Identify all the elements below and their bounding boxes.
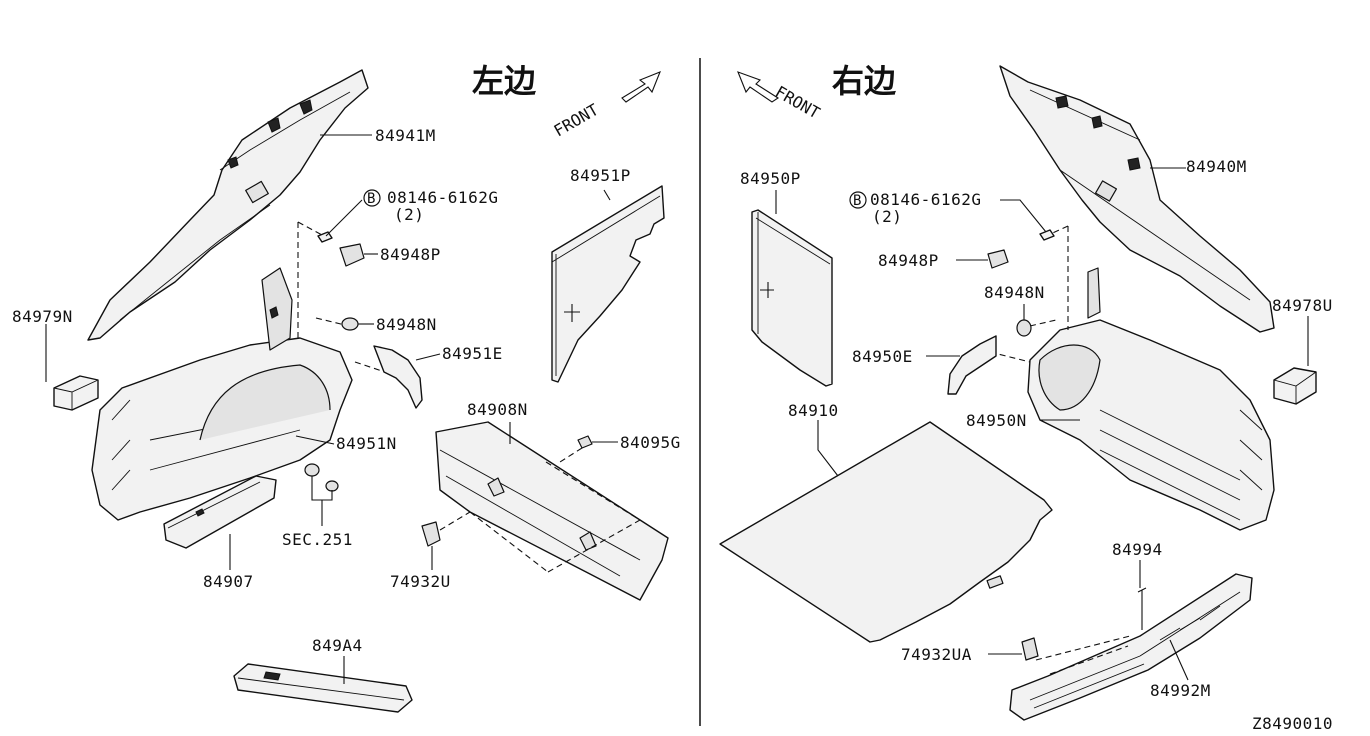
label-74932ua: 74932UA [901, 645, 972, 664]
leader-84951p [603, 189, 611, 201]
dash-left-2 [297, 221, 323, 236]
label-84951n: 84951N [336, 434, 397, 453]
dash-right-3 [1029, 319, 1057, 327]
heading-left: 左边 [472, 62, 536, 100]
side-trim-84951n [91, 267, 353, 521]
dash-left-3 [315, 317, 346, 326]
bolt-icon-right: B [849, 191, 1055, 241]
label-84979n: 84979N [12, 307, 73, 326]
label-84978u: 84978U [1272, 296, 1333, 315]
label-sec251: SEC.251 [282, 530, 353, 549]
clip-84095g [559, 435, 618, 463]
label-84910: 84910 [788, 401, 839, 420]
label-84951e: 84951E [442, 344, 503, 363]
heading-right: 右边 [832, 62, 896, 100]
clip-84948n-left [341, 317, 374, 331]
label-849a4: 849A4 [312, 636, 363, 655]
clip-74932u [421, 511, 471, 570]
label-74932u: 74932U [390, 572, 451, 591]
front-label-left: FRONT [551, 100, 603, 141]
label-qty-left: (2) [394, 205, 424, 224]
side-trim-84950n [1027, 267, 1275, 531]
mat-84910 [719, 420, 1053, 643]
bolt-symbol-left: B [367, 191, 375, 207]
label-84948p-left: 84948P [380, 245, 441, 264]
bolt-symbol-right: B [853, 193, 861, 209]
block-84978u [1273, 316, 1317, 405]
label-84941m: 84941M [375, 126, 436, 145]
label-84948p-right: 84948P [878, 251, 939, 270]
label-84994: 84994 [1112, 540, 1163, 559]
clip-84948p-left [339, 243, 378, 267]
label-84940m: 84940M [1186, 157, 1247, 176]
bumper-84992m [1009, 573, 1253, 721]
label-84948n-right: 84948N [984, 283, 1045, 302]
leader-84951n [295, 435, 335, 445]
label-84907: 84907 [203, 572, 254, 591]
dash-left-4 [354, 361, 386, 373]
clip-74932ua [988, 637, 1039, 661]
upper-trim-84941m [87, 69, 369, 341]
label-08146-right: 08146-6162G [870, 190, 981, 209]
diagram-id: Z8490010 [1252, 714, 1333, 733]
board-84908n [435, 421, 669, 601]
label-84095g: 84095G [620, 433, 681, 452]
dash-right-4 [989, 351, 1031, 363]
panel-84950p [751, 190, 833, 387]
fastener-sec251 [304, 463, 339, 526]
panel-84951p [551, 185, 665, 383]
sill-84907 [163, 475, 277, 570]
block-84979n [53, 375, 99, 411]
clip-84948p-right [956, 249, 1009, 269]
label-08146-left: 08146-6162G [387, 188, 498, 207]
upper-trim-84940m [999, 65, 1275, 333]
trim-84951e [373, 345, 441, 409]
front-arrow-right: FRONT [737, 71, 824, 123]
label-84948n-left: 84948N [376, 315, 437, 334]
strip-84994 [1137, 560, 1147, 630]
label-84950e: 84950E [852, 347, 913, 366]
clip-84948n-right [1016, 304, 1032, 337]
label-84950p: 84950P [740, 169, 801, 188]
label-84992m: 84992M [1150, 681, 1211, 700]
front-arrow-left: FRONT [551, 71, 661, 141]
label-qty-right: (2) [872, 207, 902, 226]
front-label-right: FRONT [772, 82, 824, 123]
strip-849a4 [233, 656, 413, 713]
bolt-icon-left: B [317, 189, 381, 243]
trim-84950e [926, 335, 997, 395]
label-84950n: 84950N [966, 411, 1027, 430]
label-84951p: 84951P [570, 166, 631, 185]
label-84908n: 84908N [467, 400, 528, 419]
